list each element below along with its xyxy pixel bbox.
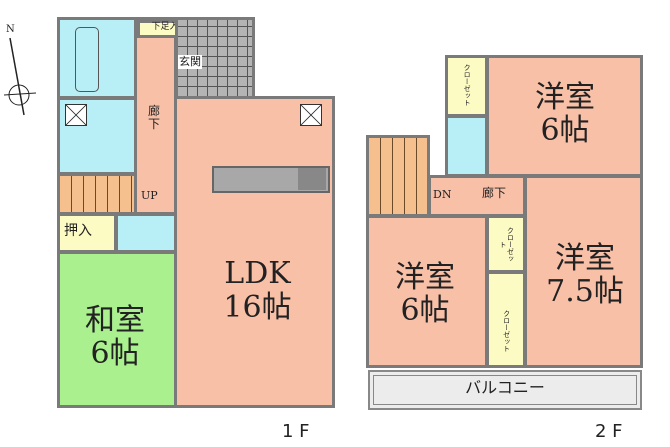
floor-2f-label: 2 F — [595, 421, 623, 442]
compass-north-label: N — [6, 24, 15, 35]
closet-2f-low: クローゼット — [486, 271, 526, 368]
stairs-dn-label: DN — [433, 188, 452, 201]
toilet-2f — [445, 115, 488, 177]
room3-size: 7.5帖 — [546, 274, 624, 309]
stairs-1f — [57, 173, 137, 215]
hallway-1f — [134, 17, 177, 215]
vent-icon — [300, 104, 322, 126]
hallway-2f-label: 廊下 — [482, 186, 507, 200]
stairs-2f — [366, 135, 430, 217]
closet-2f-top: クローゼット — [445, 55, 488, 117]
stove-icon — [298, 168, 326, 190]
washitsu-name: 和室 — [85, 303, 145, 338]
bathtub — [75, 27, 99, 92]
room2-name: 洋室 — [395, 260, 455, 295]
entrance — [175, 17, 255, 99]
stairs-up-label: UP — [141, 189, 158, 202]
closet-1f-label: 押入 — [64, 223, 92, 239]
room1-name: 洋室 — [535, 80, 595, 115]
balcony-label: バルコニー — [465, 378, 545, 397]
vent-icon — [65, 104, 87, 126]
ldk — [174, 96, 335, 408]
washitsu — [57, 251, 177, 408]
closet-1f — [57, 213, 117, 253]
ldk-size: 16帖 — [223, 290, 292, 325]
closet-2f-mid: クローゼット — [486, 215, 526, 273]
floor-1f-label: 1 F — [282, 421, 310, 442]
balcony — [368, 370, 642, 410]
toilet-1f — [115, 213, 177, 253]
washitsu-size: 6帖 — [90, 336, 140, 371]
hallway-1f-label: 廊下 — [148, 104, 161, 131]
western-room-1 — [486, 55, 643, 177]
room3-name: 洋室 — [555, 241, 615, 276]
compass-icon: N — [3, 24, 37, 116]
western-room-3 — [524, 175, 643, 368]
entrance-label: 玄関 — [178, 55, 202, 69]
ldk-name: LDK — [224, 256, 291, 291]
western-room-2 — [366, 215, 488, 368]
room2-size: 6帖 — [400, 293, 450, 328]
room1-size: 6帖 — [540, 113, 590, 148]
